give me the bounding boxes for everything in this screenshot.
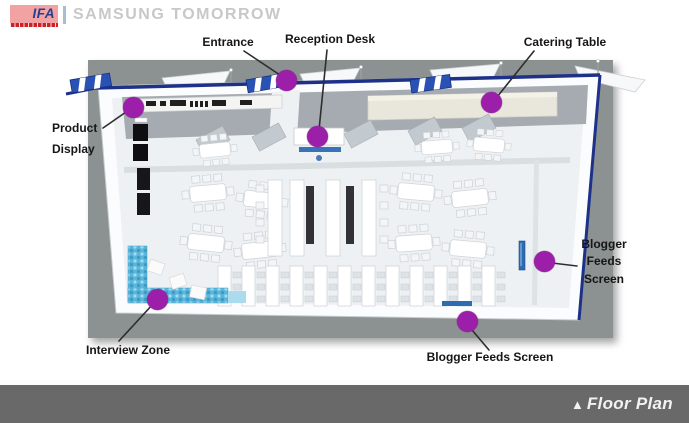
ifa-logo-strip (10, 23, 58, 27)
catering-table-label: Catering Table (523, 35, 607, 49)
corner-flag (69, 72, 113, 94)
page-title: SAMSUNG TOMORROW (73, 6, 282, 23)
reception-desk-label: Reception Desk (284, 32, 376, 46)
product-display-counter (137, 94, 283, 113)
reception-desk-marker (307, 126, 328, 147)
interview-zone-marker (147, 289, 168, 310)
banner-label: Floor Plan (586, 394, 673, 413)
top-blue-border (95, 73, 601, 90)
blogger-feeds-right-marker (534, 251, 555, 272)
header-separator (63, 6, 66, 24)
leader-lines (102, 49, 578, 351)
catering-counter (367, 91, 558, 121)
blogger-feeds-bottom-marker (457, 311, 478, 332)
product-display-marker (123, 97, 144, 118)
triangle-icon: ▲ (571, 396, 584, 412)
column (346, 186, 354, 244)
product-display-label: Product Display (52, 121, 98, 156)
ifa-logo: IFA (10, 5, 58, 23)
mid-wall (124, 157, 570, 173)
center-columns-block (255, 179, 389, 257)
floor-plan-banner: ▲ Floor Plan (0, 385, 689, 423)
mid-flag (409, 73, 452, 94)
blogger-feeds-screen-bottom-label: Blogger Feeds Screen (426, 350, 554, 364)
ifa-logo-text: IFA (32, 6, 55, 21)
entrance-marker (276, 70, 297, 91)
blogger-screen-bottom (442, 301, 472, 306)
entrance-label: Entrance (202, 35, 254, 49)
interview-zone-label: Interview Zone (85, 343, 171, 357)
catering-table-marker (481, 92, 502, 113)
blogger-screen-right (518, 240, 526, 271)
right-blue-border (577, 74, 602, 321)
column (306, 186, 314, 244)
blogger-feeds-screen-right-label: Blogger Feeds Screen (581, 237, 627, 286)
product-display-screens (133, 117, 150, 215)
